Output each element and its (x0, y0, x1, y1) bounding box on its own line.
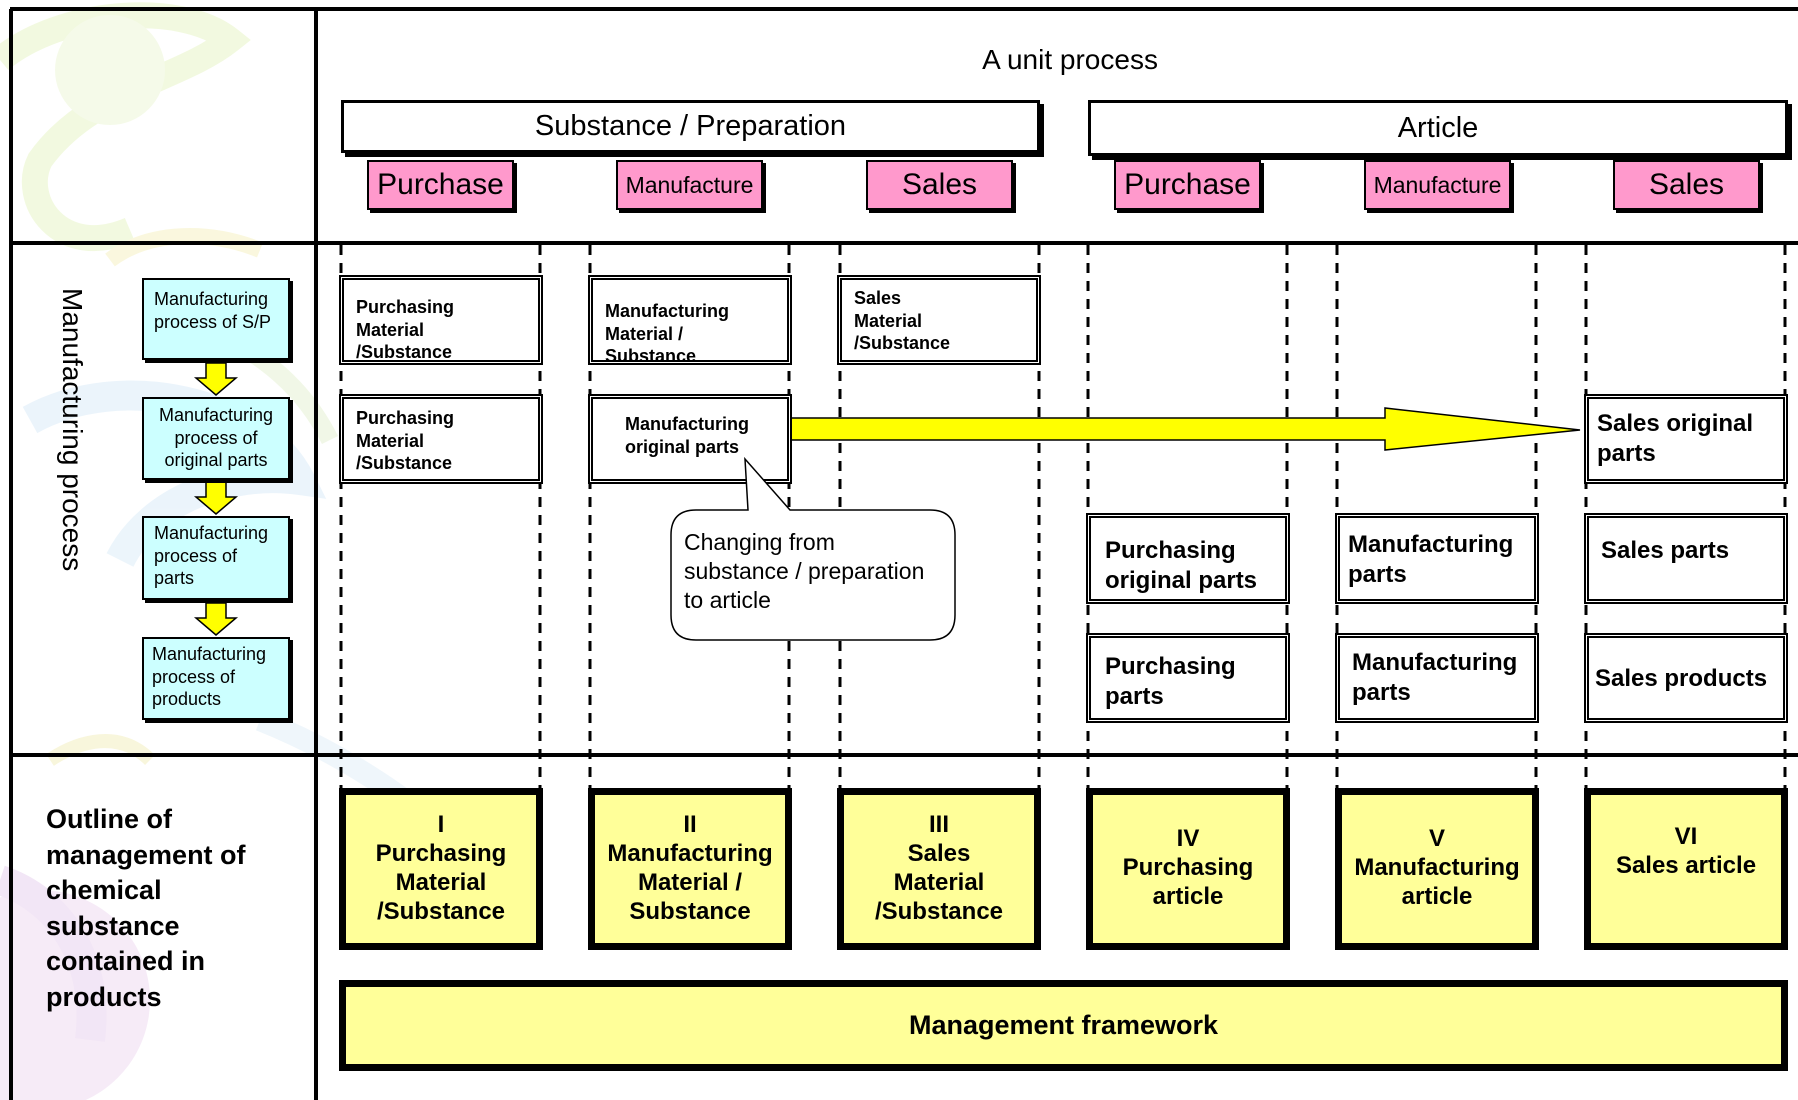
box-sales-parts: Sales parts (1584, 513, 1788, 604)
group-substance-preparation: Substance / Preparation (341, 100, 1040, 153)
stage-article-manufacture: Manufacture (1364, 160, 1511, 210)
transition-arrow (790, 407, 1581, 451)
column-divider-lines (339, 245, 1787, 950)
stage-sp-manufacture: Manufacture (616, 160, 763, 210)
row-label-outline: Outline of management of chemical substa… (46, 804, 246, 1012)
frame-lines (9, 7, 1798, 1100)
page-title: A unit process (982, 44, 1158, 75)
flow-down-arrows (193, 362, 239, 636)
management-framework: Management framework (339, 980, 1788, 1071)
stage-sp-purchase: Purchase (367, 160, 514, 210)
callout-bubble (670, 456, 956, 641)
row-label-manufacturing-process: Manufacturing process (57, 288, 88, 572)
box-sales-products: Sales products (1584, 633, 1788, 723)
stage-article-sales: Sales (1613, 160, 1760, 210)
stage-article-purchase: Purchase (1114, 160, 1261, 210)
group-article: Article (1088, 100, 1788, 156)
stage-sp-sales: Sales (866, 160, 1013, 210)
